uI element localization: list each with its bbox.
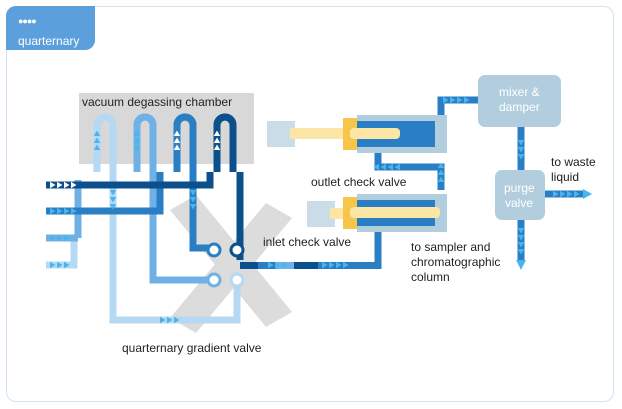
panel-frame — [6, 6, 614, 402]
sampler-label-1: to sampler and — [411, 240, 490, 254]
tab-dots-icon: ●●●● — [18, 16, 37, 26]
mixer-damper-box — [478, 75, 561, 127]
purge-label-1: purge — [504, 181, 535, 195]
purge-label-2: valve — [505, 196, 533, 210]
gradient-valve-ports — [206, 242, 245, 288]
column-arrow-icon — [516, 260, 526, 270]
waste-arrow-icon — [583, 189, 592, 199]
sampler-label-2: chromatographic — [411, 255, 500, 269]
mixer-label-1: mixer & — [499, 85, 540, 99]
vacuum-degassing-label: vacuum degassing chamber — [82, 95, 232, 109]
gradient-valve-label: quarternary gradient valve — [122, 341, 262, 355]
degasser-coils — [93, 113, 117, 160]
vacuum-degassing-chamber — [79, 93, 254, 164]
piston-lower — [307, 194, 447, 232]
waste-label-2: liquid — [551, 170, 579, 184]
purge-valve-box — [495, 170, 545, 220]
quarternary-tab[interactable]: ●●●● quarternary — [6, 6, 95, 50]
piston-upper — [267, 115, 447, 153]
waste-label-1: to waste — [551, 155, 596, 169]
outlet-check-valve-label: outlet check valve — [311, 175, 407, 189]
inlet-check-valve-label: inlet check valve — [263, 235, 351, 249]
tab-label: quarternary — [18, 34, 80, 48]
gradient-valve-shape — [170, 195, 292, 333]
sampler-label-3: column — [411, 270, 450, 284]
mixer-label-2: damper — [499, 100, 540, 114]
